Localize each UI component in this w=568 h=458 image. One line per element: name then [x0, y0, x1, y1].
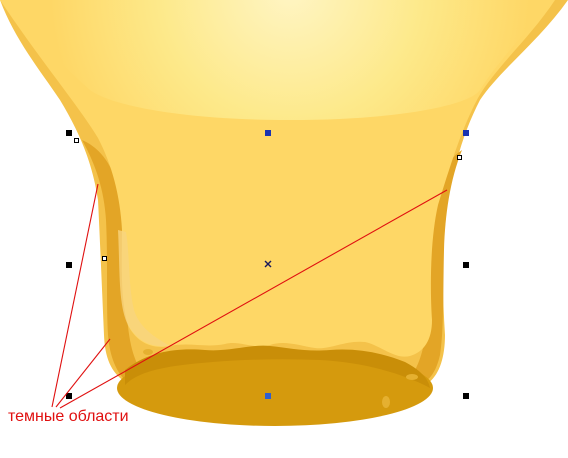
handle-top-right[interactable]: [463, 130, 469, 136]
base-highlight-3: [143, 349, 153, 355]
handle-middle-left[interactable]: [66, 262, 72, 268]
pointer-line-left-side: [51, 183, 99, 408]
handle-middle-right[interactable]: [463, 262, 469, 268]
caption-dark-areas: темные области: [8, 408, 129, 425]
base-highlight-1: [382, 396, 390, 408]
node-handle-2[interactable]: [102, 256, 107, 261]
node-handle-3[interactable]: [457, 155, 462, 160]
pointer-line-left-base: [55, 338, 111, 408]
bulb-top-glow: [0, 0, 548, 120]
center-cross-icon[interactable]: [264, 260, 272, 268]
annotation-lines: [51, 183, 448, 409]
base-dark-area: [117, 350, 433, 426]
selection-handles: [66, 130, 469, 399]
base-drip-edge: [125, 345, 430, 388]
handle-top-left[interactable]: [66, 130, 72, 136]
node-handle-1[interactable]: [74, 138, 79, 143]
right-dark-area: [405, 150, 462, 385]
handle-bottom-center[interactable]: [265, 393, 271, 399]
handle-bottom-left[interactable]: [66, 393, 72, 399]
pointer-line-right-side: [59, 189, 448, 409]
handle-bottom-right[interactable]: [463, 393, 469, 399]
base-highlight-2: [406, 374, 418, 380]
inner-highlight: [118, 230, 170, 347]
left-dark-area: [82, 140, 152, 385]
handle-top-center[interactable]: [265, 130, 271, 136]
